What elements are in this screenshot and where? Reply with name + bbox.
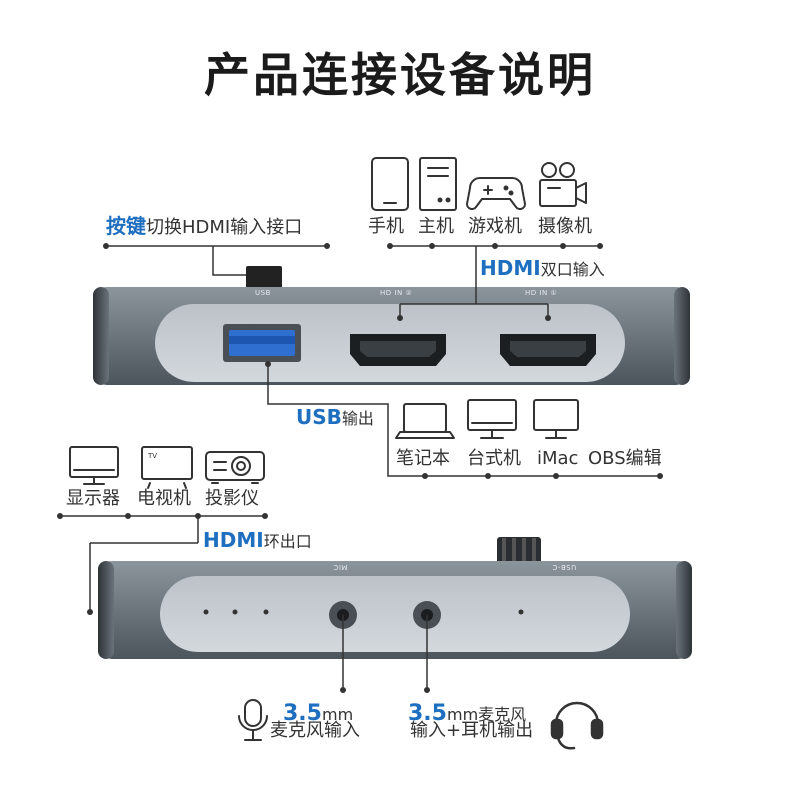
port-label-hd-in-1: HD IN ① xyxy=(525,289,558,297)
port-label-mic: MIC xyxy=(333,563,348,571)
camera-icon xyxy=(539,162,587,207)
hdmi-input-rest: 双口输入 xyxy=(540,260,605,279)
input-device-host: 主机 xyxy=(418,216,454,237)
output-device-imac: iMac xyxy=(537,448,579,469)
microphone-icon xyxy=(238,699,268,741)
output-device-desktop: 台式机 xyxy=(467,448,521,469)
hdmi-loop-rest: 环出口 xyxy=(263,532,312,551)
hdmi-port-2-inner xyxy=(360,341,436,357)
monitor-icon xyxy=(467,399,517,439)
connector-dots xyxy=(57,243,663,693)
headset-icon xyxy=(550,701,604,750)
input-device-console: 游戏机 xyxy=(468,216,522,237)
usb-a-contacts xyxy=(229,336,295,344)
imac-icon xyxy=(533,399,579,439)
output-device-laptop: 笔记本 xyxy=(396,448,450,469)
knob-ridge xyxy=(512,538,516,564)
mic-in-spec: 3.5mm xyxy=(283,703,353,725)
usb-output-rest: 输出 xyxy=(341,409,374,428)
indicator-led xyxy=(518,609,524,615)
display-device-projector: 投影仪 xyxy=(205,488,259,509)
tv-icon xyxy=(141,446,193,489)
headset-spec: 3.5mm麦克风 xyxy=(408,703,526,725)
switch-button-knob xyxy=(246,266,282,290)
knob-ridge xyxy=(522,538,526,564)
indicator-led xyxy=(203,609,209,615)
hdmi-port-1-inner xyxy=(510,341,586,357)
hdmi-input-note: HDMI双口输入 xyxy=(480,258,605,279)
usb-output-note: USB输出 xyxy=(296,407,374,428)
usb-output-highlight: USB xyxy=(296,405,342,429)
port-label-usb-c: USB-C xyxy=(552,563,577,571)
indicator-led xyxy=(232,609,238,615)
top-device-right-cap xyxy=(674,287,690,385)
mic-in-unit: mm xyxy=(321,705,354,724)
volume-knob xyxy=(497,537,541,565)
button-note-rest: 切换HDMI输入接口 xyxy=(146,217,303,238)
display-device-monitor: 显示器 xyxy=(66,488,120,509)
tv-icon-text: TV xyxy=(147,452,157,460)
bottom-device-panel xyxy=(160,576,630,652)
knob-ridge xyxy=(502,538,506,564)
port-label-usb: USB xyxy=(255,289,271,297)
usb-output-line xyxy=(267,364,660,477)
indicator-led xyxy=(263,609,269,615)
bottom-device-left-cap xyxy=(98,561,114,659)
output-device-obs: OBS编辑 xyxy=(588,448,662,469)
button-note-highlight: 按键 xyxy=(106,214,146,238)
mic-in-value: 3.5 xyxy=(283,701,322,726)
port-label-hd-in-2: HD IN ② xyxy=(380,289,413,297)
top-device-left-cap xyxy=(93,287,109,385)
knob-ridge xyxy=(532,538,536,564)
desktop-tower-icon xyxy=(419,157,457,211)
hdmi-loop-highlight: HDMI xyxy=(203,528,264,552)
display-device-tv: 电视机 xyxy=(137,488,191,509)
button-pointer-line xyxy=(212,246,246,276)
laptop-icon xyxy=(395,403,455,439)
headset-value: 3.5 xyxy=(408,701,447,726)
input-device-camera: 摄像机 xyxy=(538,216,592,237)
page-title: 产品连接设备说明 xyxy=(204,48,596,102)
gamepad-icon xyxy=(466,177,526,210)
headset-desc: 输入+耳机输出 xyxy=(410,720,534,741)
input-device-phone: 手机 xyxy=(368,216,404,237)
projector-icon xyxy=(205,451,265,484)
phone-icon xyxy=(371,157,409,211)
hdmi-loop-note: HDMI环出口 xyxy=(203,530,312,551)
hdmi-input-highlight: HDMI xyxy=(480,256,541,280)
mic-in-desc: 麦克风输入 xyxy=(270,720,360,741)
bottom-device-right-cap xyxy=(676,561,692,659)
headset-unit: mm麦克风 xyxy=(446,705,527,724)
button-note: 按键切换HDMI输入接口 xyxy=(106,216,302,237)
display-icon xyxy=(69,446,119,485)
